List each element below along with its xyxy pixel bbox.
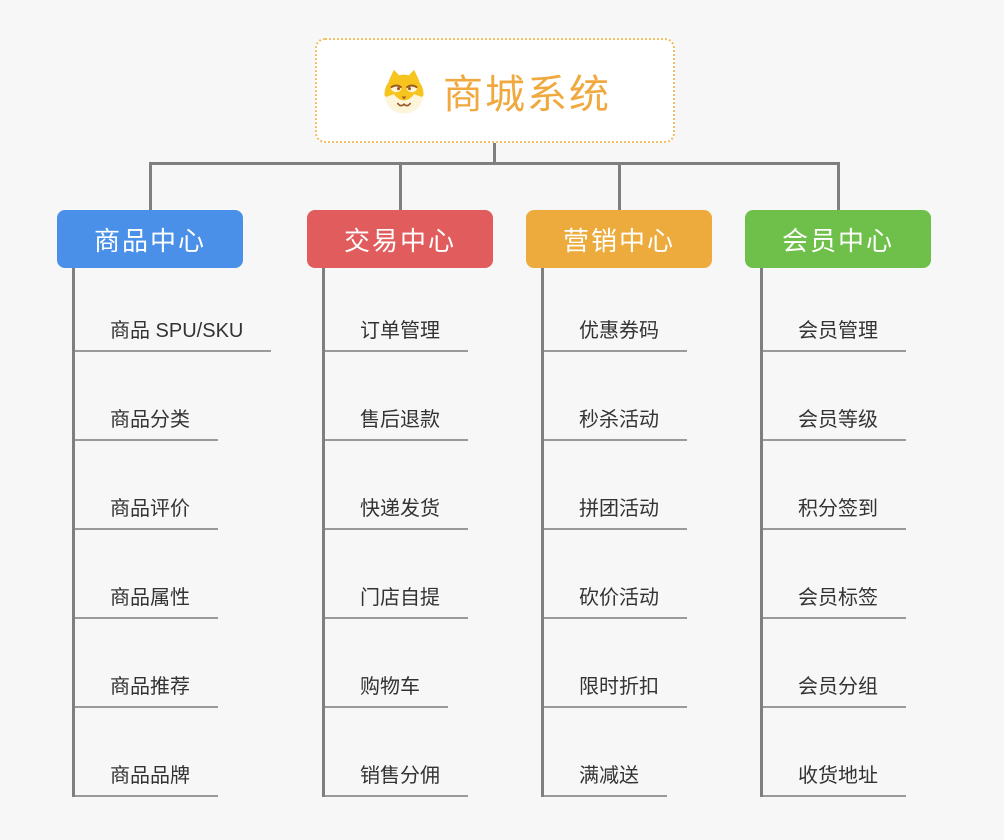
branch-member-center: 会员中心 会员管理 会员等级 积分签到 会员标签 会员分组 收货地址 (745, 210, 931, 797)
branch-marketing-center: 营销中心 优惠券码 秒杀活动 拼团活动 砍价活动 限时折扣 满减送 (526, 210, 712, 797)
leaf-node[interactable]: 商品分类 (75, 407, 218, 441)
leaf-node[interactable]: 砍价活动 (544, 585, 687, 619)
leaf-node[interactable]: 门店自提 (325, 585, 468, 619)
leaf-node[interactable]: 订单管理 (325, 318, 468, 352)
leaf-node[interactable]: 商品属性 (75, 585, 218, 619)
branch-trade-center: 交易中心 订单管理 售后退款 快递发货 门店自提 购物车 销售分佣 (307, 210, 493, 797)
leaf-node[interactable]: 限时折扣 (544, 674, 687, 708)
leaf-node[interactable]: 售后退款 (325, 407, 468, 441)
leaf-node[interactable]: 满减送 (544, 763, 667, 797)
root-node[interactable]: 商城系统 (315, 38, 675, 143)
branch-product-center: 商品中心 商品 SPU/SKU 商品分类 商品评价 商品属性 商品推荐 商品品牌 (57, 210, 272, 797)
root-stem-line (493, 143, 496, 165)
leaf-node[interactable]: 会员分组 (763, 674, 906, 708)
leaf-node[interactable]: 拼团活动 (544, 496, 687, 530)
leaf-node[interactable]: 商品 SPU/SKU (75, 318, 272, 352)
branch-node-trade-center[interactable]: 交易中心 (307, 210, 493, 268)
leaf-node[interactable]: 商品评价 (75, 496, 218, 530)
leaf-node[interactable]: 会员标签 (763, 585, 906, 619)
branch-node-marketing-center[interactable]: 营销中心 (526, 210, 712, 268)
leaf-node[interactable]: 商品推荐 (75, 674, 218, 708)
leaf-node[interactable]: 会员管理 (763, 318, 906, 352)
branch-node-product-center[interactable]: 商品中心 (57, 210, 243, 268)
leaf-node[interactable]: 购物车 (325, 674, 448, 708)
branch-node-member-center[interactable]: 会员中心 (745, 210, 931, 268)
horizontal-rail-line (149, 162, 840, 165)
leaf-list: 商品 SPU/SKU 商品分类 商品评价 商品属性 商品推荐 商品品牌 (72, 268, 272, 797)
leaf-list: 订单管理 售后退款 快递发货 门店自提 购物车 销售分佣 (322, 268, 493, 797)
leaf-node[interactable]: 商品品牌 (75, 763, 218, 797)
root-title: 商城系统 (443, 72, 611, 117)
leaf-node[interactable]: 快递发货 (325, 496, 468, 530)
branch-drop-line (149, 162, 152, 210)
dog-face-icon (379, 66, 429, 116)
branch-drop-line (837, 162, 840, 210)
leaf-list: 会员管理 会员等级 积分签到 会员标签 会员分组 收货地址 (760, 268, 931, 797)
leaf-node[interactable]: 收货地址 (763, 763, 906, 797)
branch-drop-line (618, 162, 621, 210)
leaf-list: 优惠券码 秒杀活动 拼团活动 砍价活动 限时折扣 满减送 (541, 268, 712, 797)
leaf-node[interactable]: 优惠券码 (544, 318, 687, 352)
leaf-node[interactable]: 积分签到 (763, 496, 906, 530)
branch-drop-line (399, 162, 402, 210)
leaf-node[interactable]: 会员等级 (763, 407, 906, 441)
leaf-node[interactable]: 秒杀活动 (544, 407, 687, 441)
leaf-node[interactable]: 销售分佣 (325, 763, 468, 797)
